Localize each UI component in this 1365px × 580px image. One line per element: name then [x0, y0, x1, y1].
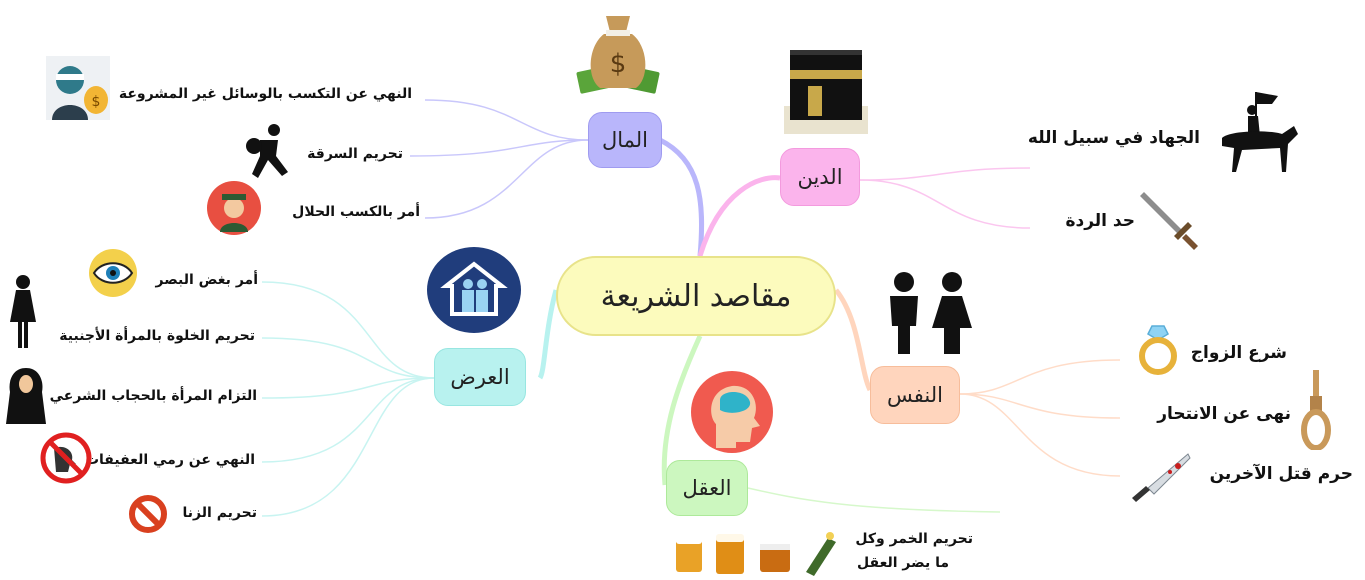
- branch-aql-label: العقل: [682, 476, 732, 500]
- svg-text:$: $: [610, 49, 627, 79]
- aql-item-1: تحريم الخمر وكل: [855, 531, 973, 547]
- ring-icon: [1139, 325, 1177, 375]
- horse-rider-flag-icon: [1222, 92, 1298, 172]
- branch-din-label: الدين: [797, 165, 843, 189]
- branch-aql[interactable]: العقل: [666, 460, 748, 516]
- hijab-woman-icon: [6, 368, 46, 424]
- svg-text:$: $: [92, 94, 101, 110]
- ird-item-4: النهي عن رمي العفيفات: [84, 452, 255, 468]
- bloody-knife-icon: [1132, 453, 1191, 502]
- drinks-icon: [676, 532, 836, 576]
- central-topic-label: مقاصد الشريعة: [600, 278, 792, 314]
- din-item-2: حد الردة: [1065, 211, 1135, 231]
- branch-ird[interactable]: العرض: [434, 348, 526, 406]
- woman-icon: [10, 275, 36, 348]
- branch-mal-label: المال: [601, 128, 649, 152]
- people-icon: [890, 272, 972, 354]
- ird-item-2: تحريم الخلوة بالمرأة الأجنبية: [59, 328, 255, 344]
- mal-item-2: تحريم السرقة: [307, 146, 403, 162]
- ird-item-5: تحريم الزنا: [182, 505, 257, 521]
- noose-icon: [1301, 370, 1331, 450]
- nafs-item-1: شرع الزواج: [1190, 343, 1287, 363]
- no-slander-icon: [40, 432, 92, 484]
- branch-mal[interactable]: المال: [588, 112, 662, 168]
- forbidden-icon: [129, 495, 167, 533]
- nafs-item-3: حرم قتل الآخرين: [1209, 464, 1353, 484]
- ird-item-1: أمر بغض البصر: [155, 272, 258, 288]
- nafs-item-2: نهى عن الانتحار: [1157, 404, 1291, 424]
- din-item-1: الجهاد في سبيل الله: [1027, 128, 1200, 148]
- brain-icon: [691, 371, 773, 453]
- ird-item-3: التزام المرأة بالحجاب الشرعي: [49, 388, 257, 404]
- branch-nafs[interactable]: النفس: [870, 366, 960, 424]
- branch-ird-label: العرض: [450, 365, 510, 389]
- mal-item-3: أمر بالكسب الحلال: [292, 204, 420, 220]
- eye-icon: [89, 249, 137, 297]
- running-thief-icon: [246, 124, 288, 178]
- aql-item-2: ما يضر العقل: [857, 555, 949, 571]
- sword-icon: [1140, 192, 1198, 250]
- branch-din[interactable]: الدين: [780, 148, 860, 206]
- central-topic[interactable]: مقاصد الشريعة: [556, 256, 836, 336]
- money-bag-icon: $: [576, 16, 660, 94]
- family-house-icon: [427, 247, 521, 333]
- thief-mask-icon: $: [46, 56, 110, 120]
- branch-nafs-label: النفس: [887, 383, 943, 407]
- worker-avatar-icon: [207, 181, 261, 235]
- kaaba-icon: [784, 50, 868, 134]
- mal-item-1: النهي عن التكسب بالوسائل غير المشروعة: [118, 86, 412, 102]
